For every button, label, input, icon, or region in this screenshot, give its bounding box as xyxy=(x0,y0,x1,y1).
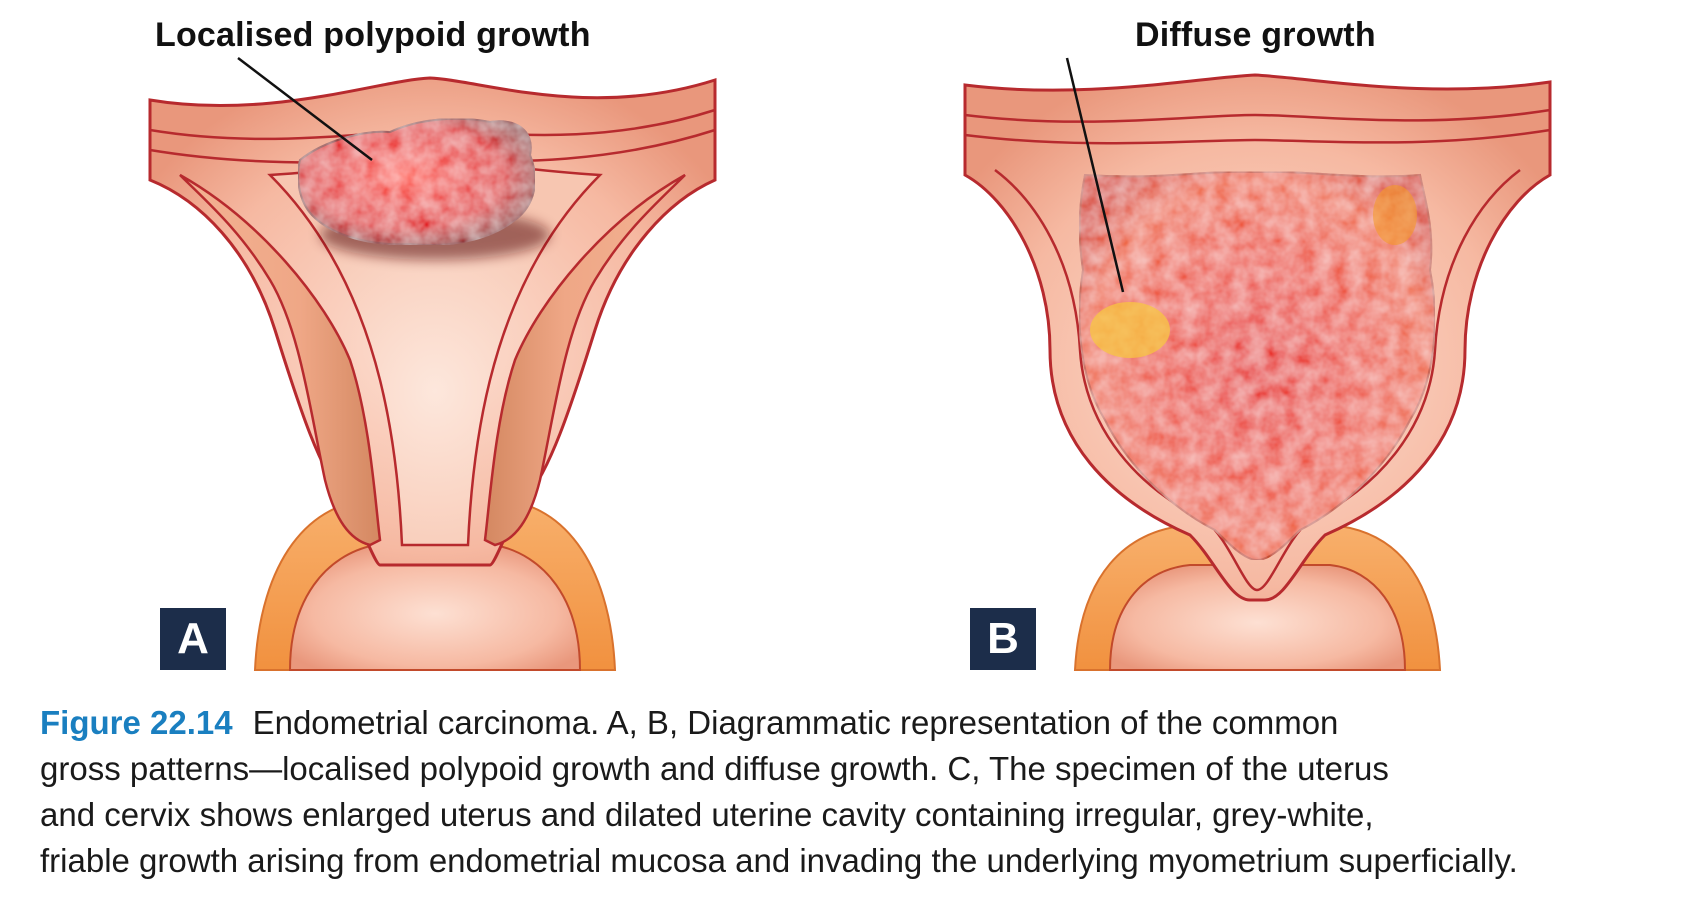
diffuse-growth xyxy=(1078,170,1436,562)
panel-letter-a: A xyxy=(160,608,226,670)
caption-line-3: and cervix shows enlarged uterus and dil… xyxy=(40,796,1374,833)
caption-line-2: gross patterns—localised polypoid growth… xyxy=(40,750,1389,787)
callout-label-b: Diffuse growth xyxy=(1135,16,1376,54)
leader-line-a xyxy=(237,57,373,161)
panel-a: Localised polypoid growth A xyxy=(148,0,717,671)
figure-label: Figure 22.14 xyxy=(40,704,233,741)
uterus-diagram-b xyxy=(963,57,1552,671)
panel-b: Diffuse growth B xyxy=(963,0,1552,671)
panel-letter-b: B xyxy=(970,608,1036,670)
leader-line-b xyxy=(1065,57,1125,293)
caption-line-4: friable growth arising from endometrial … xyxy=(40,842,1518,879)
uterus-diagram-a xyxy=(148,57,717,671)
yellow-patch xyxy=(1090,302,1170,358)
callout-label-a: Localised polypoid growth xyxy=(155,16,591,54)
orange-patch xyxy=(1373,185,1417,245)
